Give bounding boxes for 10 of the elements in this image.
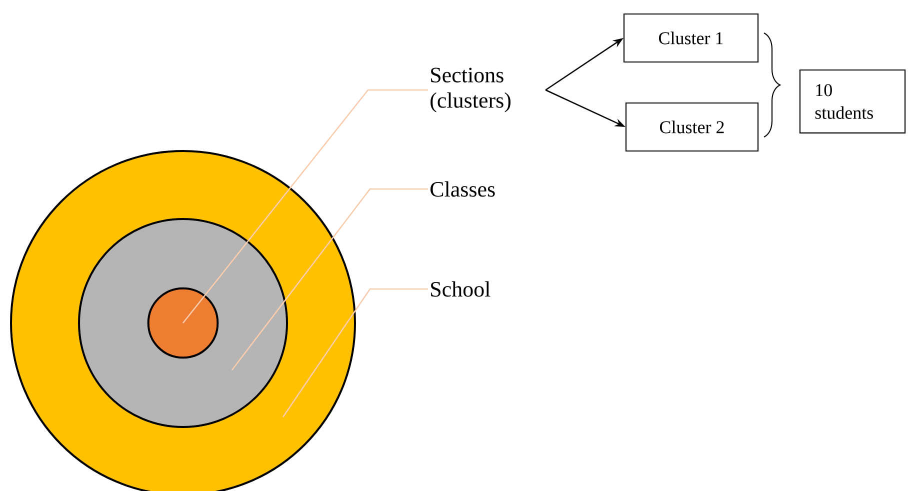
leader-line xyxy=(182,89,428,324)
ring-circle xyxy=(147,287,219,359)
group-box: Cluster 1 xyxy=(623,13,759,63)
layer-label: School xyxy=(431,281,490,297)
layer-label: Sections (clusters) xyxy=(430,68,510,112)
group-box: Cluster 2 xyxy=(625,102,759,152)
layer-label: Classes xyxy=(430,181,495,197)
leader-line xyxy=(282,288,428,418)
group-box: 10 students xyxy=(799,70,906,134)
leader-line xyxy=(231,188,428,370)
